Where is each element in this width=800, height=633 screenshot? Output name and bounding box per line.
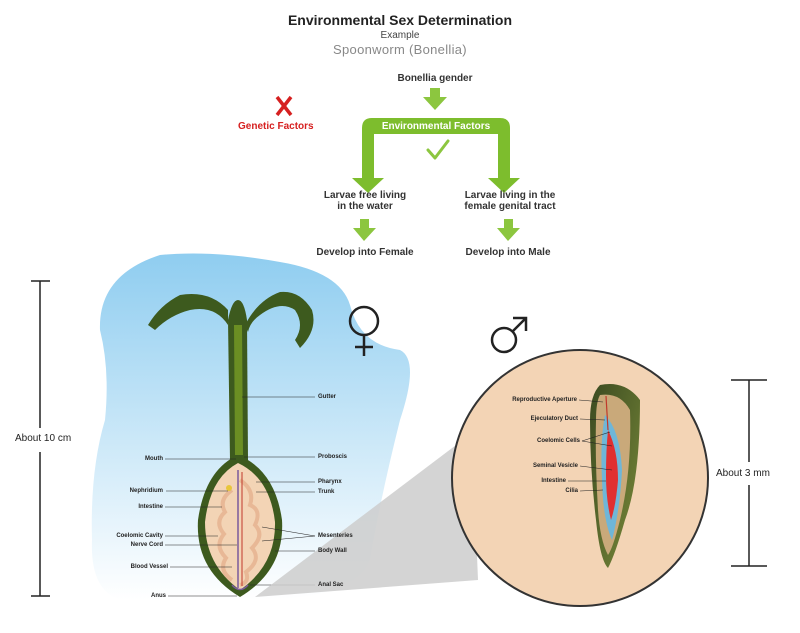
cross-icon — [275, 95, 293, 117]
female-spoonworm — [148, 291, 314, 597]
label-anal-sac: Anal Sac — [318, 582, 344, 588]
female-symbol-icon — [348, 305, 380, 356]
male-result: Develop into Male — [465, 247, 551, 258]
label-proboscis: Proboscis — [318, 454, 348, 460]
arrow-right-down — [488, 178, 520, 193]
male-size-label: About 3 mm — [716, 468, 770, 479]
flow-start-label: Bonellia gender — [397, 73, 473, 84]
label-intestine: Intestine — [138, 504, 163, 510]
water-background — [91, 253, 410, 600]
label-ejeculatory-duct: Ejeculatory Duct — [530, 416, 578, 422]
label-pharynx: Pharynx — [318, 479, 342, 485]
male-magnifier — [451, 349, 709, 607]
label-nephridium: Nephridium — [129, 488, 163, 494]
arrow-female-result — [353, 219, 376, 241]
left-condition: Larvae free living in the water — [300, 190, 430, 212]
right-condition: Larvae living in the female genital trac… — [440, 190, 580, 212]
label-mesenteries: Mesenteries — [318, 533, 353, 539]
label-seminal-vesicle: Seminal Vesicle — [532, 463, 578, 469]
female-size-label: About 10 cm — [15, 433, 72, 444]
left-condition-line1: Larvae free living — [323, 190, 407, 201]
label-mouth: Mouth — [145, 456, 163, 462]
label-nerve-cord: Nerve Cord — [130, 542, 163, 548]
left-condition-line2: in the water — [337, 201, 393, 212]
label-anus: Anus — [151, 593, 166, 599]
label-reproductive-aperture: Reproductive Aperture — [512, 397, 577, 403]
label-blood-vessel: Blood Vessel — [130, 564, 168, 570]
page-subtitle: Example — [380, 30, 420, 41]
male-spoonworm — [590, 384, 640, 568]
environmental-bracket — [362, 118, 510, 180]
male-symbol-icon — [490, 316, 528, 354]
page-title: Environmental Sex Determination — [287, 12, 513, 28]
label-coelomic-cavity: Coelomic Cavity — [116, 533, 163, 539]
male-leader-lines — [568, 399, 613, 492]
environmental-factors-label: Environmental Factors — [381, 121, 491, 132]
species-name: Spoonworm (Bonellia) — [333, 42, 467, 57]
label-trunk: Trunk — [318, 489, 335, 495]
label-male-intestine: Intestine — [541, 478, 566, 484]
female-scale-bar — [31, 280, 50, 597]
right-condition-line1: Larvae living in the — [464, 190, 556, 201]
zoom-cone — [255, 433, 478, 597]
label-body-wall: Body Wall — [318, 548, 347, 554]
male-scale-bar — [731, 379, 767, 567]
arrow-left-down — [352, 178, 384, 193]
arrow-start-down — [423, 88, 447, 110]
check-icon — [426, 139, 450, 160]
female-result: Develop into Female — [316, 247, 414, 258]
label-coelomic-cells: Coelomic Cells — [536, 438, 580, 444]
label-cilia: Cilia — [565, 488, 578, 494]
arrow-male-result — [497, 219, 520, 241]
label-gutter: Gutter — [318, 394, 336, 400]
genetic-factors-label: Genetic Factors — [238, 121, 314, 132]
right-condition-line2: female genital tract — [464, 201, 556, 212]
